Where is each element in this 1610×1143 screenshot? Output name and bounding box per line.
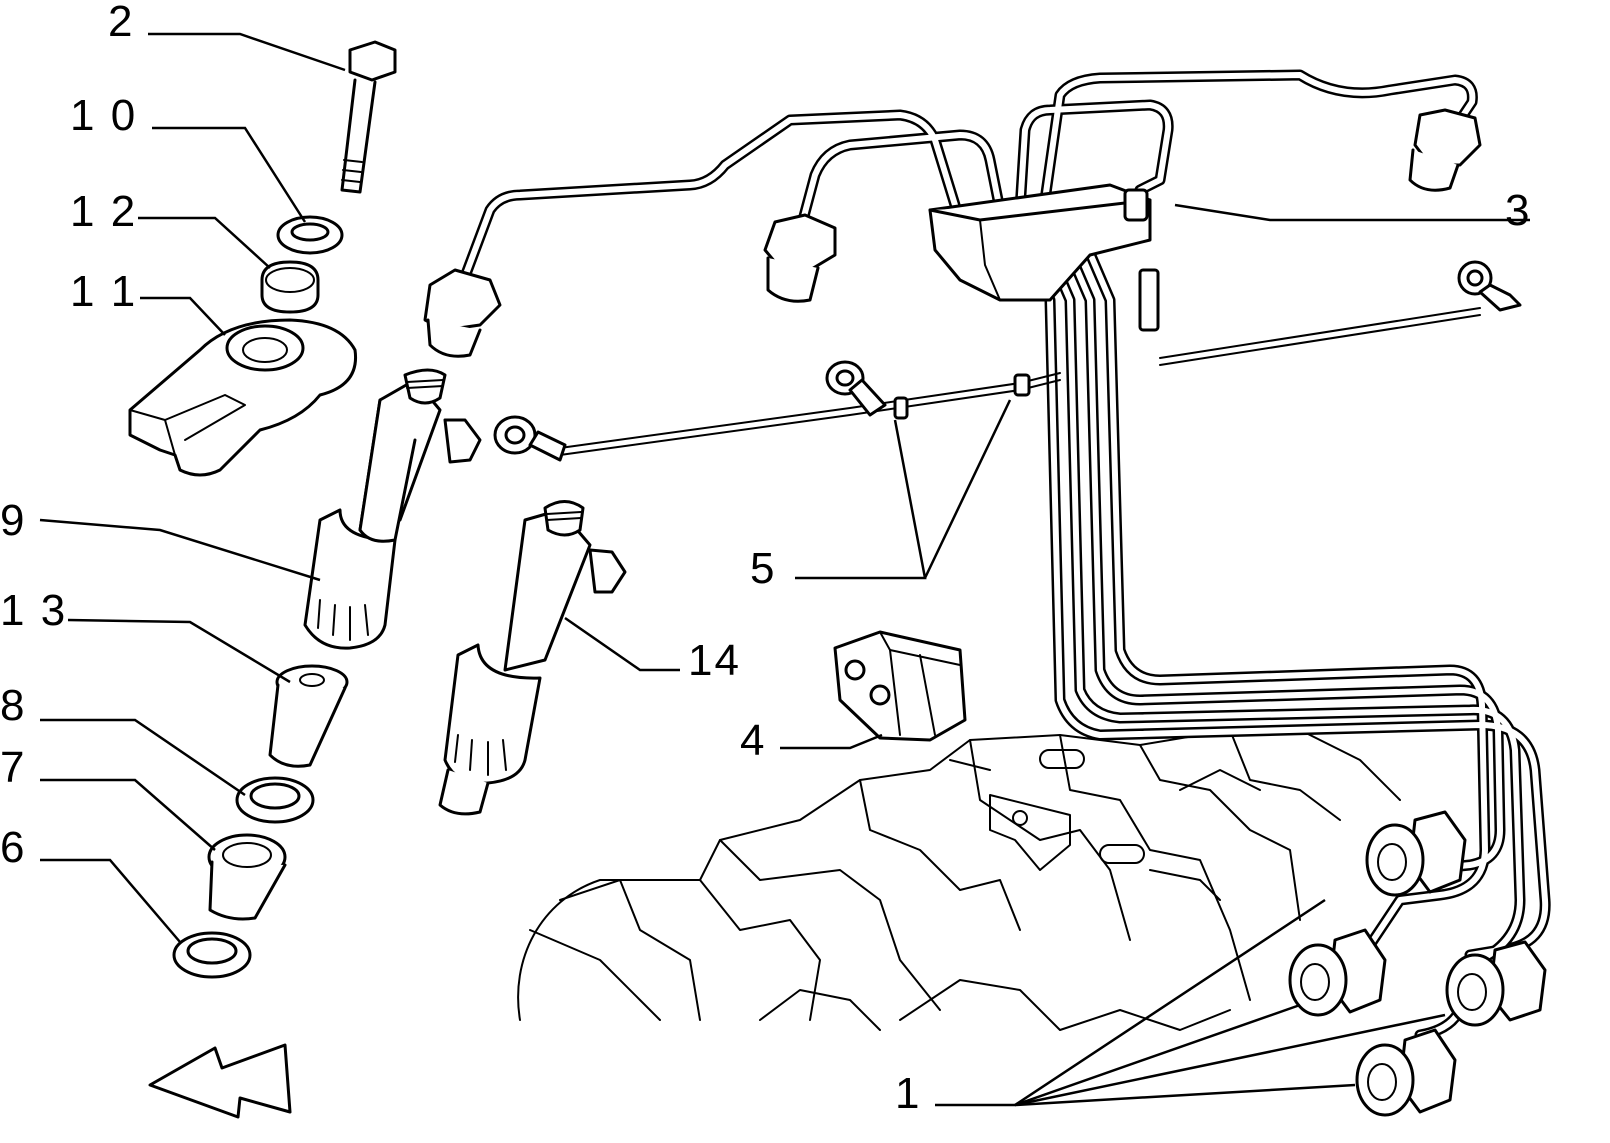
injector-14: [438, 500, 627, 816]
washer-10: [276, 215, 344, 255]
callout-7: 7: [0, 743, 26, 792]
end-nut-1d: [1355, 1028, 1457, 1117]
callout-4: 4: [740, 716, 766, 765]
callout-11: 1 1: [70, 267, 137, 316]
leak-off-pipe: [493, 260, 1522, 462]
injection-pipes-bundle: [1014, 224, 1551, 1041]
callout-14: 14: [688, 636, 741, 685]
union-nut-a: [423, 268, 502, 358]
engine-block: [517, 729, 1401, 1031]
callout-2: 2: [108, 0, 134, 46]
banjo-fitting-middle: [825, 360, 1031, 420]
callout-9: 9: [0, 496, 26, 545]
end-nut-1b: [1288, 928, 1387, 1017]
bracket-11: [128, 318, 358, 477]
callout-8: 8: [0, 681, 26, 730]
end-nut-1a: [1365, 810, 1467, 897]
direction-arrow-icon: [148, 1043, 292, 1119]
pipe-end-nuts-1: [1288, 810, 1547, 1117]
callout-1: 1: [895, 1069, 921, 1118]
end-nut-1c: [1445, 940, 1547, 1027]
callout-10: 1 0: [70, 91, 137, 140]
callout-6: 6: [0, 823, 26, 872]
leader-lines: [39, 32, 1530, 1107]
seal-7: [207, 833, 287, 921]
washer-6: [172, 931, 252, 979]
copper-washer-8: [235, 776, 315, 824]
clamp-block-4: [833, 630, 967, 742]
injector-9: [303, 368, 482, 650]
callout-5: 5: [750, 544, 776, 593]
callout-3: 3: [1505, 186, 1531, 235]
union-nut-c: [1408, 108, 1482, 192]
pipe-clamp: [928, 183, 1160, 332]
pipe-union-nuts: [423, 108, 1482, 358]
callout-13: 1 3: [0, 586, 67, 635]
callout-labels: 2 1 0 1 2 1 1 3 9 5 1 3 14 8 4 7 6 1: [0, 0, 1531, 1118]
banjo-fitting-right: [1457, 260, 1522, 312]
callout-12: 1 2: [70, 187, 137, 236]
union-nut-b: [763, 213, 837, 303]
nozzle-holder-13: [268, 664, 349, 768]
upper-injection-pipes: [454, 69, 1478, 296]
seal-12: [260, 260, 320, 314]
banjo-fitting-left: [493, 415, 567, 462]
bolt-2: [340, 40, 397, 194]
